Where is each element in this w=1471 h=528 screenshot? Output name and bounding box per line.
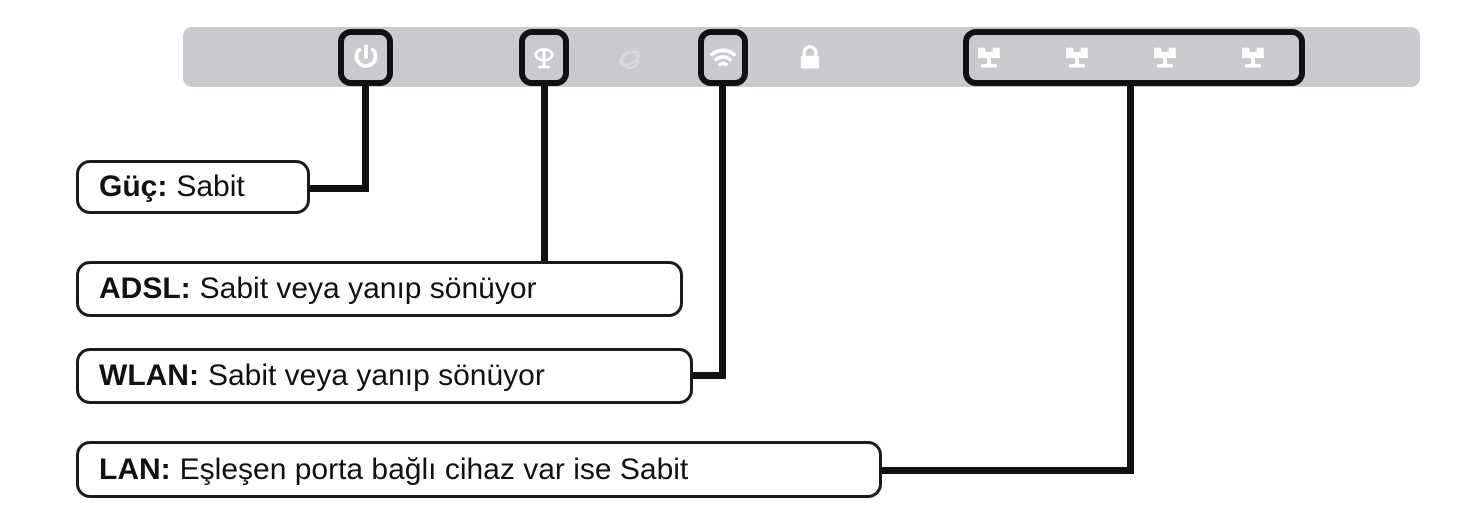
- internet-led[interactable]: [612, 43, 648, 75]
- wlan-leader-vertical: [719, 84, 726, 379]
- wifi-icon: [708, 44, 738, 72]
- wlan-leader-horizontal: [688, 372, 726, 379]
- lock-icon: [796, 43, 824, 73]
- callout-lan-value: Eşleşen porta bağlı cihaz var ise Sabit: [179, 452, 689, 486]
- wlan-led-highlight-box[interactable]: [698, 29, 748, 86]
- lan-leader-vertical: [1127, 84, 1134, 474]
- callout-wlan-key: WLAN:: [99, 359, 199, 392]
- lan-leader-horizontal: [878, 467, 1134, 474]
- power-icon: [351, 43, 381, 73]
- callout-wlan[interactable]: WLAN: Sabit veya yanıp sönüyor: [76, 348, 693, 404]
- adsl-leader-vertical: [541, 84, 548, 264]
- callout-adsl-key: ADSL:: [99, 272, 191, 305]
- power-led-highlight-box[interactable]: [338, 29, 393, 86]
- lan-port-icon: [1150, 44, 1180, 71]
- lan-led-2[interactable]: [1060, 42, 1094, 72]
- adsl-led-highlight-box[interactable]: [519, 29, 569, 86]
- callout-adsl[interactable]: ADSL: Sabit veya yanıp sönüyor: [76, 261, 683, 317]
- lan-port-icon: [1238, 44, 1268, 71]
- callout-lan[interactable]: LAN: Eşleşen porta bağlı cihaz var ise S…: [76, 441, 882, 498]
- callout-power[interactable]: Güç: Sabit: [76, 160, 310, 214]
- callout-wlan-value: Sabit veya yanıp sönüyor: [207, 359, 545, 392]
- callout-power-key: Güç:: [99, 170, 168, 203]
- wps-lock-led[interactable]: [793, 42, 827, 74]
- lan-led-1[interactable]: [972, 42, 1006, 72]
- power-leader-horizontal: [300, 185, 369, 192]
- callout-lan-key: LAN:: [99, 452, 171, 486]
- lan-port-icon: [974, 44, 1004, 71]
- globe-icon: [614, 44, 646, 74]
- lan-port-icon: [1062, 44, 1092, 71]
- callout-adsl-value: Sabit veya yanıp sönüyor: [199, 272, 537, 305]
- power-leader-vertical: [362, 84, 369, 191]
- lan-led-4[interactable]: [1236, 42, 1270, 72]
- adsl-icon: [529, 43, 559, 73]
- lan-led-3[interactable]: [1148, 42, 1182, 72]
- lan-ports-highlight-box[interactable]: [963, 29, 1305, 86]
- callout-power-value: Sabit: [176, 170, 245, 203]
